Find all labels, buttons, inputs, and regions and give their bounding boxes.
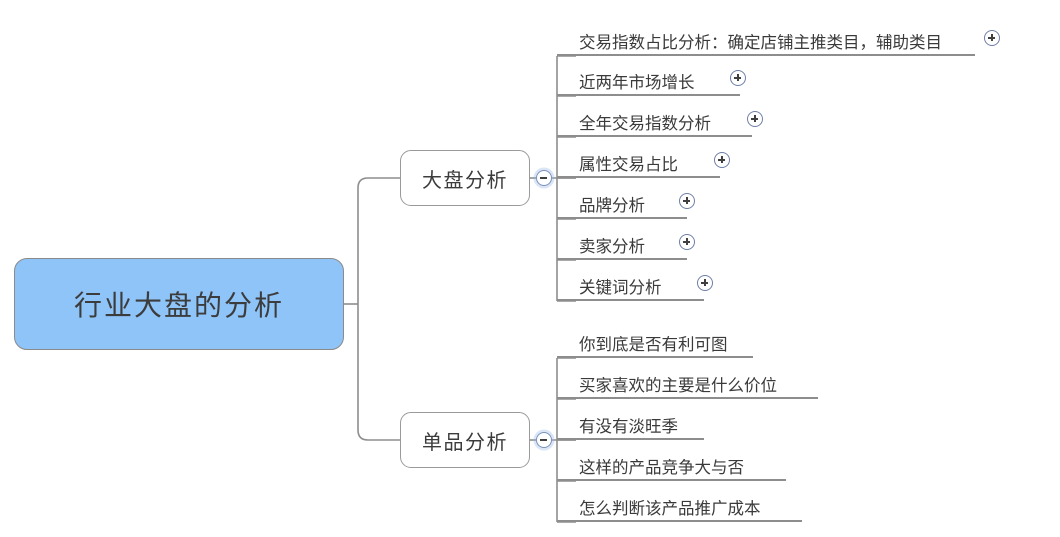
leaf-label: 这样的产品竞争大与否 [579, 459, 744, 477]
branch-node-market-analysis[interactable]: 大盘分析 [400, 150, 530, 206]
branch-node-product-analysis[interactable]: 单品分析 [400, 412, 530, 468]
leaf-underline [557, 54, 975, 56]
plus-circle-icon[interactable] [679, 193, 695, 209]
leaf-label: 品牌分析 [579, 197, 645, 215]
leaf-label: 买家喜欢的主要是什么价位 [579, 377, 777, 395]
leaf-underline [557, 135, 752, 137]
leaf-underline [557, 438, 704, 440]
leaf-row[interactable]: 关键词分析 [557, 265, 704, 301]
connector-root-to-branch-1 [357, 177, 400, 304]
leaf-row[interactable]: 买家喜欢的主要是什么价位 [557, 363, 818, 399]
leaf-underline [557, 94, 740, 96]
leaf-underline [557, 397, 818, 399]
leaf-row[interactable]: 属性交易占比 [557, 142, 720, 178]
leaf-row[interactable]: 品牌分析 [557, 183, 687, 219]
leaf-underline [557, 217, 687, 219]
leaf-label: 全年交易指数分析 [579, 115, 711, 133]
leaf-underline [557, 356, 753, 358]
plus-circle-icon[interactable] [697, 275, 713, 291]
leaf-label: 怎么判断该产品推广成本 [579, 500, 761, 518]
leaf-label: 卖家分析 [579, 238, 645, 256]
branch-node-label: 大盘分析 [422, 169, 508, 192]
leaf-underline [557, 520, 802, 522]
leaf-underline [557, 299, 704, 301]
plus-circle-icon[interactable] [984, 30, 1000, 46]
root-node[interactable]: 行业大盘的分析 [14, 258, 344, 350]
leaf-row[interactable]: 交易指数占比分析：确定店铺主推类目，辅助类目 [557, 20, 975, 56]
leaf-label: 有没有淡旺季 [579, 418, 678, 436]
leaf-label: 近两年市场增长 [579, 74, 695, 92]
leaf-underline [557, 176, 720, 178]
leaf-label: 关键词分析 [579, 279, 662, 297]
leaf-row[interactable]: 全年交易指数分析 [557, 101, 752, 137]
leaf-underline [557, 258, 687, 260]
leaf-row[interactable]: 卖家分析 [557, 224, 687, 260]
leaf-row[interactable]: 有没有淡旺季 [557, 404, 704, 440]
leaf-underline [557, 479, 786, 481]
plus-circle-icon[interactable] [747, 111, 763, 127]
leaf-row[interactable]: 近两年市场增长 [557, 60, 740, 96]
root-node-label: 行业大盘的分析 [73, 290, 284, 321]
leaf-row[interactable]: 怎么判断该产品推广成本 [557, 486, 802, 522]
leaf-row[interactable]: 你到底是否有利可图 [557, 322, 753, 358]
leaf-label: 你到底是否有利可图 [579, 336, 728, 354]
plus-circle-icon[interactable] [679, 234, 695, 250]
plus-circle-icon[interactable] [730, 70, 746, 86]
leaf-label: 属性交易占比 [579, 156, 678, 174]
branch-node-label: 单品分析 [422, 431, 508, 454]
minus-circle-icon[interactable] [536, 432, 552, 448]
connector-root-to-branch-2 [357, 304, 400, 441]
leaf-label: 交易指数占比分析：确定店铺主推类目，辅助类目 [579, 34, 942, 52]
leaf-row[interactable]: 这样的产品竞争大与否 [557, 445, 786, 481]
plus-circle-icon[interactable] [714, 152, 730, 168]
minus-circle-icon[interactable] [536, 170, 552, 186]
